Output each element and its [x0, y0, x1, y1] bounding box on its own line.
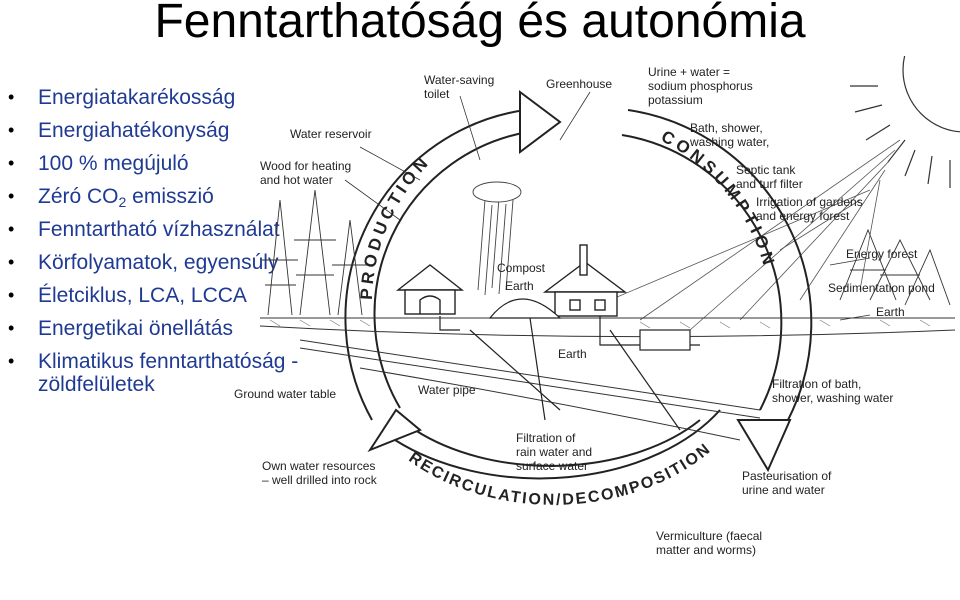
house-icon [542, 244, 628, 317]
consumption-arc [627, 109, 813, 421]
label-pasteurisation: urine and water [742, 483, 825, 497]
label-energy-forest: Energy forest [846, 247, 918, 261]
label-greenhouse: Greenhouse [546, 77, 612, 91]
bullet-text: Fenntartható vízhasználat [38, 218, 280, 241]
slide-title: Fenntarthatóság és autonómia [154, 0, 806, 48]
bullet-text: Energiahatékonyság [38, 119, 230, 142]
label-filtration-bath: Filtration of bath, [772, 377, 861, 391]
recirculation-arc-inner [414, 419, 701, 467]
label-filtration-bath: shower, washing water [772, 391, 893, 405]
bullet-subscript: 2 [118, 194, 127, 210]
leader-lines [344, 91, 871, 321]
label-earth: Earth [558, 347, 587, 361]
label-ground-water: Ground water table [234, 387, 336, 401]
recirculation-arc [394, 409, 721, 480]
bullet-text-pre: Zéró CO [38, 185, 119, 208]
bullet-text: Körfolyamatok, egyensúly [38, 251, 279, 274]
label-earth: Earth [505, 279, 534, 293]
bullet-item: Körfolyamatok, egyensúly [8, 251, 308, 274]
sun-rays [609, 139, 901, 331]
label-wood: Wood for heating [260, 159, 351, 173]
bullet-text: Életciklus, LCA, LCCA [38, 284, 247, 307]
label-own-water: – well drilled into rock [262, 473, 378, 487]
bullet-item: Klimatikus fenntarthatóság - zöldfelület… [8, 350, 308, 396]
bullet-item: Energiatakarékosság [8, 86, 308, 109]
label-sedimentation: Sedimentation pond [828, 281, 935, 295]
label-water-pipe: Water pipe [418, 383, 476, 397]
label-filtration-rain: surface water [516, 459, 588, 473]
rain-icon [472, 181, 522, 296]
label-bath: Bath, shower, [690, 121, 763, 135]
label-water-reservoir: Water reservoir [290, 127, 372, 141]
label-pasteurisation: Pasteurisation of [742, 469, 832, 483]
label-urine: Urine + water = [648, 65, 730, 79]
label-septic: and turf filter [736, 177, 803, 191]
label-compost: Compost [497, 261, 546, 275]
house-icon [395, 264, 465, 315]
bullet-item: Fenntartható vízhasználat [8, 218, 308, 241]
label-wood: and hot water [260, 173, 333, 187]
label-septic: Septic tank [736, 163, 796, 177]
bullet-item: Életciklus, LCA, LCCA [8, 284, 308, 307]
bullet-item: Energetikai önellátás [8, 317, 308, 340]
bullet-text: 100 % megújuló [38, 152, 189, 175]
consumption-arc-inner [621, 134, 783, 411]
label-water-saving: Water-saving [424, 73, 494, 87]
forest-icon [262, 189, 951, 316]
label-irrigation: Irrigation of gardens [756, 195, 863, 209]
label-earth: Earth [876, 305, 905, 319]
arrow-right-icon [519, 90, 562, 154]
bullet-item: Zéró CO2 emisszió [8, 185, 308, 210]
arrow-up-icon [367, 408, 422, 453]
water-cycle-diagram: PRODUCTION CONSUMPTION RECIRCULATION/DEC… [234, 56, 960, 557]
bullet-text: Energiatakarékosság [38, 86, 236, 109]
bullet-text: Klimatikus fenntarthatóság - zöldfelület… [38, 350, 299, 396]
sun-icon [850, 56, 960, 188]
bullet-item: 100 % megújuló [8, 152, 308, 175]
label-bath: washing water, [689, 135, 769, 149]
label-vermiculture: matter and worms) [656, 543, 756, 557]
label-filtration-rain: rain water and [516, 445, 592, 459]
bullet-list: Energiatakarékosság Energiahatékonyság 1… [8, 86, 308, 406]
label-water-saving: toilet [424, 87, 450, 101]
arrow-down-icon [736, 419, 792, 473]
ground-texture [269, 319, 931, 329]
pipes [439, 316, 700, 431]
label-irrigation: and energy forest [756, 209, 850, 223]
label-filtration-rain: Filtration of [516, 431, 576, 445]
bullet-item: Energiahatékonyság [8, 119, 308, 142]
label-own-water: Own water resources [262, 459, 375, 473]
label-vermiculture: Vermiculture (faecal [656, 529, 762, 543]
bullet-text: Energetikai önellátás [38, 317, 233, 340]
production-arc [344, 109, 526, 421]
label-urine: sodium phosphorus [648, 79, 753, 93]
bullet-text-post: emisszió [126, 185, 214, 208]
label-urine: potassium [648, 93, 703, 107]
cycle-arcs [344, 109, 813, 480]
compost-heap-icon [488, 298, 562, 319]
ground-strata [259, 317, 956, 441]
arrowheads [367, 90, 792, 473]
